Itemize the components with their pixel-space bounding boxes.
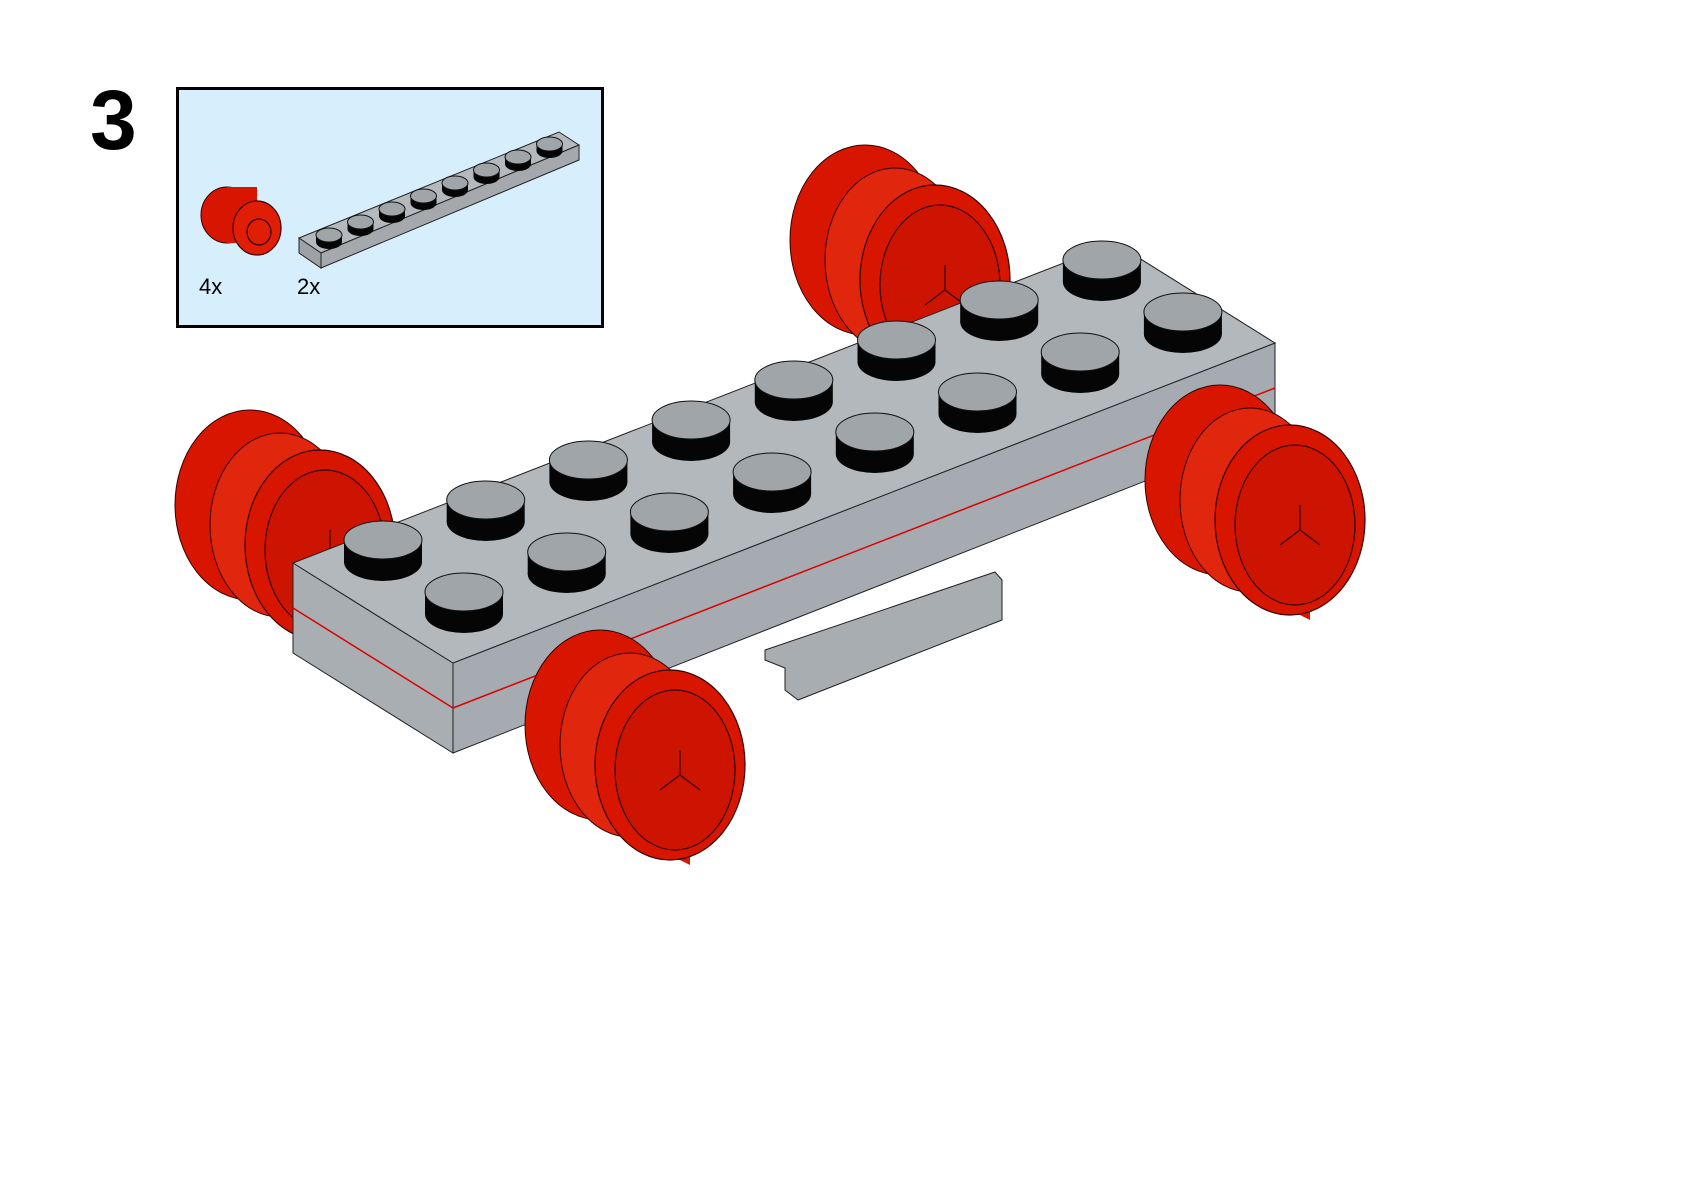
stud bbox=[378, 201, 406, 223]
stud bbox=[1143, 292, 1223, 353]
stud bbox=[835, 412, 915, 473]
stud bbox=[857, 320, 936, 381]
stud bbox=[959, 280, 1039, 341]
tow-hitch bbox=[764, 571, 1003, 701]
stud bbox=[527, 532, 607, 593]
parts-illustrations bbox=[200, 131, 581, 269]
stud bbox=[548, 440, 628, 501]
chassis bbox=[291, 240, 1277, 754]
parts-list-box: 4x 2x bbox=[176, 87, 604, 328]
stud bbox=[754, 360, 834, 421]
red-wheel-part-icon bbox=[200, 186, 282, 256]
stud bbox=[347, 214, 374, 236]
stud bbox=[1062, 240, 1142, 301]
wheel bbox=[524, 629, 746, 865]
stud bbox=[536, 136, 563, 158]
stud bbox=[473, 162, 500, 184]
stud bbox=[938, 372, 1017, 433]
gray-plate-part-icon bbox=[297, 131, 581, 269]
step-number: 3 bbox=[90, 73, 137, 167]
stud bbox=[441, 175, 469, 197]
stud bbox=[343, 520, 423, 581]
stud bbox=[315, 227, 343, 249]
stud bbox=[1040, 332, 1120, 393]
stud bbox=[446, 480, 526, 541]
wheel-quantity: 4x bbox=[199, 274, 223, 299]
stud bbox=[424, 572, 504, 633]
stud bbox=[410, 188, 437, 210]
stud bbox=[732, 452, 812, 513]
wheel bbox=[1144, 384, 1366, 620]
plate-quantity: 2x bbox=[297, 274, 321, 299]
stud bbox=[651, 400, 731, 461]
stud bbox=[504, 149, 532, 171]
stud bbox=[629, 492, 709, 553]
